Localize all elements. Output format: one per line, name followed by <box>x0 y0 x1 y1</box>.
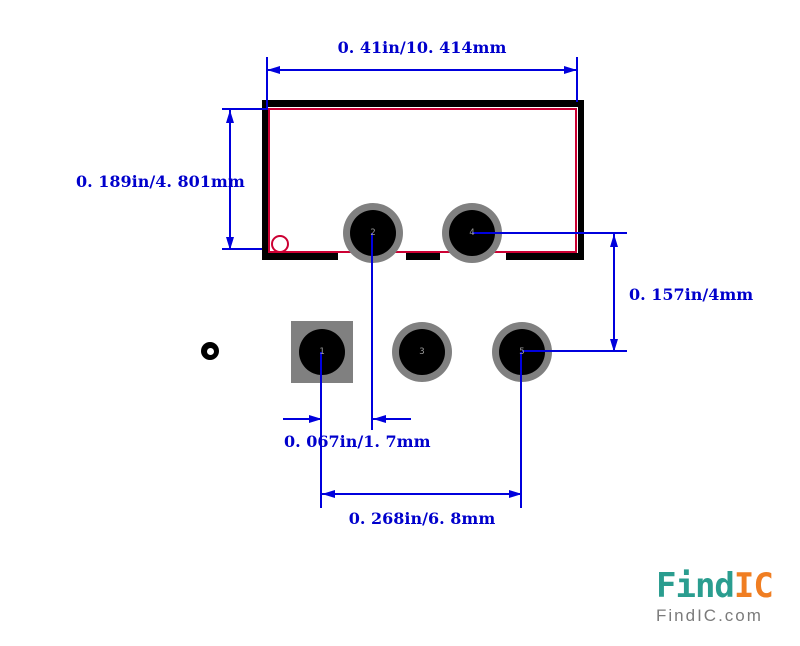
body-outline-top <box>262 100 584 107</box>
pin1-marker-circle <box>271 235 289 253</box>
arrow-right-icon <box>309 415 322 423</box>
pad-1-extension-line <box>320 352 322 508</box>
pad-1: 1 <box>291 321 353 383</box>
dim-width-label: 0. 41in/10. 414mm <box>337 38 507 57</box>
dim-pitch-line-left <box>283 418 321 420</box>
dim-height-label: 0. 189in/4. 801mm <box>76 172 245 191</box>
dim-width-ext-left <box>266 57 268 110</box>
arrow-up-icon <box>610 234 618 247</box>
dim-pitch-line-right <box>373 418 411 420</box>
dim-rowspan-line <box>322 493 522 495</box>
findic-logo-wordmark: FindIC <box>656 566 796 606</box>
pad-5-number: 5 <box>519 346 525 357</box>
logo-ic-text: IC <box>733 566 774 606</box>
dim-rowspacing-line <box>613 234 615 352</box>
dim-width-line <box>267 69 577 71</box>
arrow-down-icon <box>226 237 234 250</box>
pad-2-hole: 2 <box>350 210 396 256</box>
pad-5-hole: 5 <box>499 329 545 375</box>
pad-2: 2 <box>343 203 403 263</box>
pad-4-number: 4 <box>469 227 475 238</box>
dim-height-ext-top <box>222 108 268 110</box>
pad-5: 5 <box>492 322 552 382</box>
origin-marker <box>201 342 219 360</box>
pad-3-number: 3 <box>419 346 425 357</box>
dim-height-ext-bottom <box>222 248 262 250</box>
pad-3: 3 <box>392 322 452 382</box>
pad-2-number: 2 <box>370 227 376 238</box>
body-outline-left <box>262 100 268 260</box>
pad-3-hole: 3 <box>399 329 445 375</box>
dim-rowspacing-ext-top <box>472 232 627 234</box>
body-outline-bottom-segment <box>506 253 584 260</box>
arrow-left-icon <box>267 66 280 74</box>
dim-height-line <box>229 110 231 250</box>
logo-find-text: Find <box>656 566 735 606</box>
findic-logo: FindIC FindIC.com <box>656 566 796 626</box>
arrow-right-icon <box>564 66 577 74</box>
arrow-down-icon <box>610 339 618 352</box>
arrow-right-icon <box>509 490 522 498</box>
pad-1-hole: 1 <box>299 329 345 375</box>
courtyard-rect <box>268 108 577 253</box>
findic-website-text: FindIC.com <box>656 606 763 626</box>
arrow-up-icon <box>226 110 234 123</box>
dim-rowspacing-label: 0. 157in/4mm <box>629 285 754 304</box>
origin-marker-hole <box>206 347 214 355</box>
body-outline-bottom-segment <box>262 253 338 260</box>
body-outline-bottom-segment <box>406 253 440 260</box>
pad-2-extension-line <box>371 233 373 430</box>
pad-5-extension-line <box>520 352 522 508</box>
dim-pitch-label: 0. 067in/1. 7mm <box>284 432 431 451</box>
dim-rowspan-label: 0. 268in/6. 8mm <box>348 509 496 528</box>
arrow-left-icon <box>322 490 335 498</box>
pad-1-number: 1 <box>319 346 325 357</box>
arrow-left-icon <box>373 415 386 423</box>
body-outline-right <box>578 100 584 260</box>
dim-rowspacing-ext-bottom <box>522 350 627 352</box>
dim-width-ext-right <box>576 57 578 102</box>
